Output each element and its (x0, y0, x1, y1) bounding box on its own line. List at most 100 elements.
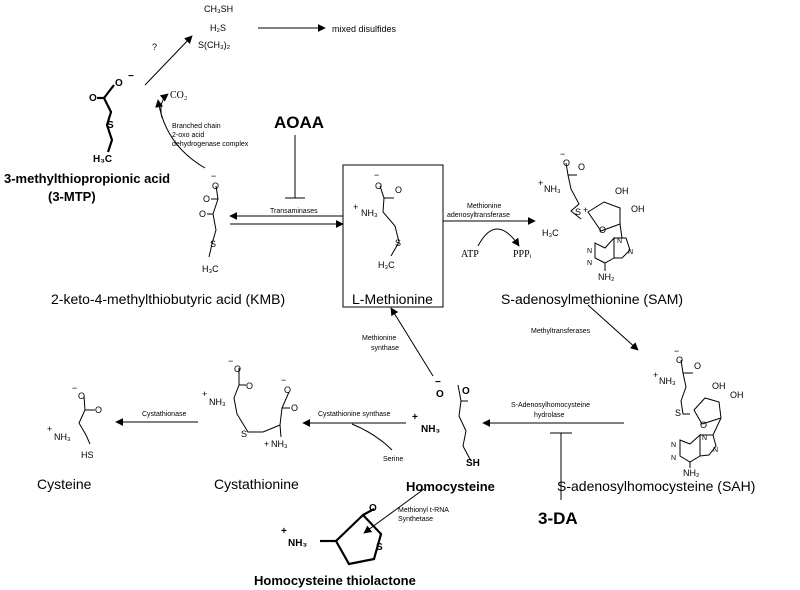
enzyme-sahh-line2: hydrolase (534, 412, 564, 419)
volatile-sch32: S(CH₃)₂ (198, 40, 231, 50)
enzyme-mars-line2: Synthetase (398, 516, 433, 523)
sam-purine-6ring (594, 236, 615, 264)
compound-sam: S-adenosylmethionine (SAM) (501, 291, 683, 307)
sah-nh2: NH₂ (683, 468, 700, 478)
arrow-sam-to-sah (587, 304, 639, 351)
kmb-h3c: H₃C (202, 264, 219, 274)
kmb-o-minus: O (212, 181, 219, 191)
compound-sah: S-adenosylhomocysteine (SAH) (557, 478, 755, 494)
compound-methionine: L-Methionine (352, 291, 433, 307)
sah-charge: − (674, 346, 679, 356)
inhibitor-3da: 3-DA (538, 509, 578, 528)
inhibitor-aoaa: AOAA (274, 113, 324, 132)
arrow-atp-to-ppp (477, 228, 520, 247)
cystathionine-plus-1: + (202, 389, 207, 399)
sah-n-3: N (702, 435, 707, 442)
sam-o-minus: O (563, 158, 570, 168)
sam-chain (565, 162, 582, 220)
thiolactone-s: S (376, 542, 383, 553)
enzyme-mars-line1: Methionyl t-RNA (398, 507, 449, 514)
sah-s: S (675, 408, 681, 418)
sah-purine-6ring (679, 433, 701, 463)
thiolactone-o: O (369, 503, 377, 514)
sah-n-4: N (713, 447, 718, 454)
kmb-bonds (208, 185, 219, 258)
hcy-charge: − (435, 377, 441, 388)
mixed-disulfides: mixed disulfides (332, 24, 397, 34)
thiolactone-ring (334, 513, 383, 566)
sah-n-2: N (671, 455, 676, 462)
cysteine-plus: + (47, 424, 52, 434)
enzyme-bcodh-line3: dehydrogenase complex (172, 141, 249, 148)
met-charge: − (374, 170, 379, 180)
cystathionine-bonds (233, 368, 290, 433)
cystathionine-charge-2: − (281, 375, 286, 385)
met-s: S (395, 238, 401, 248)
cysteine-hs: HS (81, 450, 94, 460)
mtp-s: S (107, 120, 114, 131)
mtp-h3c: H₃C (93, 154, 112, 165)
sam-n-1: N (587, 248, 592, 255)
arrow-kmb-to-mtp (155, 99, 206, 169)
co2-label: CO₂ (170, 90, 187, 101)
sam-charge: − (560, 149, 565, 159)
sah-purine-5ring (699, 434, 717, 457)
enzyme-methyltransferases: Methyltransferases (531, 328, 591, 335)
sah-n-1: N (671, 442, 676, 449)
sam-n-2: N (587, 260, 592, 267)
cysteine-charge: − (72, 383, 77, 393)
sah-plus: + (653, 370, 658, 380)
compound-mtp-abbr: (3-MTP) (48, 189, 96, 204)
sah-glycosidic (712, 417, 722, 436)
cystathionine-o-1: O (246, 381, 253, 391)
volatile-h2s: H₂S (210, 23, 226, 33)
sah-o-minus: O (676, 355, 683, 365)
sam-oh-2: OH (631, 204, 645, 214)
kmb-charge: − (211, 171, 216, 181)
sah-oh-1: OH (712, 381, 726, 391)
met-h3c: H₃C (378, 260, 395, 270)
enzyme-sahh-line1: S-Adenosylhomocysteine (511, 402, 590, 409)
hcy-sh: SH (466, 458, 480, 469)
thiolactone-nh3: NH₃ (288, 538, 307, 549)
met-nh3: NH₃ (361, 208, 378, 218)
volatile-ch3sh: CH₃SH (204, 4, 233, 14)
cysteine-o-minus: O (78, 391, 85, 401)
cystathionine-plus-2: + (264, 439, 269, 449)
ppp-label: PPPᵢ (513, 249, 532, 260)
serine-label: Serine (383, 456, 403, 463)
compound-thiolactone: Homocysteine thiolactone (254, 573, 416, 588)
hcy-nh3: NH₃ (421, 424, 440, 435)
sah-chain (680, 359, 690, 415)
structure-bonds (78, 84, 722, 566)
kmb-s: S (210, 239, 216, 249)
hcy-bonds (457, 384, 472, 462)
kmb-o2: O (199, 209, 206, 219)
cysteine-o: O (95, 405, 102, 415)
enzyme-cbs: Cystathionine synthase (318, 411, 390, 418)
sam-nh3: NH₃ (544, 184, 561, 194)
sam-glycosidic (619, 223, 623, 239)
arrow-mtp-to-volatiles (144, 35, 193, 86)
cystathionine-amine (279, 424, 282, 438)
enzyme-mat-line1: Methionine (467, 203, 501, 210)
compound-cystathionine: Cystathionine (214, 476, 299, 492)
sam-ribose (587, 201, 621, 232)
kmb-o1: O (203, 194, 210, 204)
mtp-bonds (102, 84, 115, 153)
unknown-step-mark: ? (152, 42, 157, 52)
arrow-serine-in (351, 423, 393, 451)
sam-plus: + (538, 178, 543, 188)
atp-label: ATP (461, 249, 479, 260)
met-o: O (395, 185, 402, 195)
sam-s-plus: + (583, 205, 588, 215)
enzyme-ms-line2: synthase (371, 345, 399, 352)
mtp-o-minus: O (115, 78, 123, 89)
sam-o: O (578, 162, 585, 172)
sam-h3c: H₃C (542, 228, 559, 238)
sam-ribose-o: O (599, 225, 606, 235)
met-o-minus: O (375, 181, 382, 191)
sam-n-4: N (628, 249, 633, 256)
cystathionine-charge-1: − (228, 356, 233, 366)
sam-s: S (575, 207, 581, 217)
